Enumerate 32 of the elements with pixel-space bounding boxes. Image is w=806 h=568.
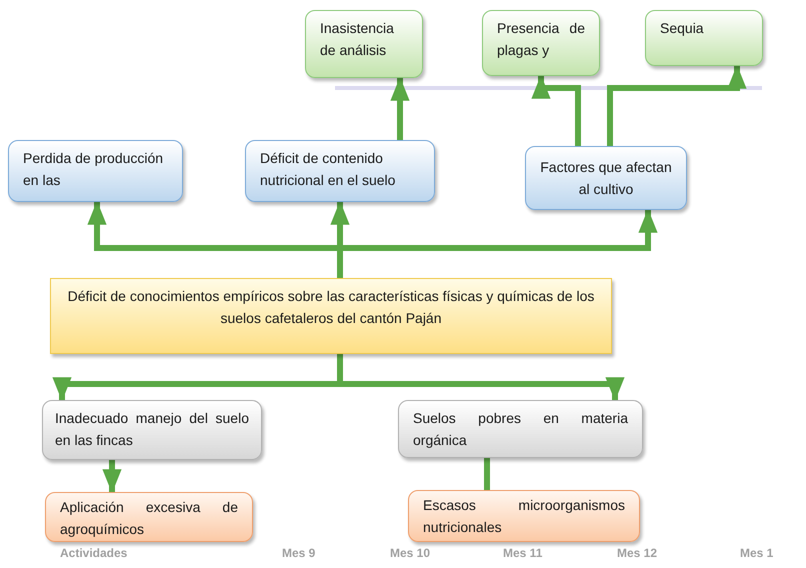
block-arrow <box>531 74 581 146</box>
column-header: Mes 1 <box>740 546 774 560</box>
problem-box <box>245 140 435 202</box>
box-text: Perdida de producción en las <box>23 149 164 190</box>
box-text: Déficit de conocimientos empíricos sobre las características físicas y químicas de los suelos cafetaleros del cantón Paján <box>66 287 596 328</box>
column-header: Mes 11 <box>503 546 542 560</box>
column-header: Mes 10 <box>390 546 430 560</box>
box-text: Inadecuado manejo del suelo en las fincas <box>55 409 249 450</box>
problem-box <box>398 400 643 458</box>
box-text: Factores que afectan al cultivo <box>539 158 673 199</box>
problem-box <box>8 140 183 202</box>
box-text: Inasistencia de análisis <box>320 19 395 60</box>
box-text: Escasos microorganismos nutricionales <box>423 496 625 537</box>
problem-box <box>45 492 253 542</box>
box-text: Suelos pobres en materia orgánica <box>413 409 628 450</box>
column-header: Mes 12 <box>617 546 658 560</box>
problem-box <box>42 400 262 460</box>
box-text: Sequia <box>660 19 705 38</box>
problem-box <box>645 10 763 66</box>
block-arrow <box>390 76 410 140</box>
problem-box <box>525 146 687 210</box>
column-header: Actividades <box>60 546 128 560</box>
problem-box <box>50 278 612 354</box>
block-arrow <box>607 64 747 146</box>
problem-box <box>482 10 600 76</box>
box-text: Déficit de contenido nutricional en el suelo <box>260 149 396 190</box>
block-arrow <box>102 460 122 494</box>
box-text: Presencia de plagas y <box>497 19 585 60</box>
box-text: Aplicación excesiva de agroquímicos <box>60 498 238 539</box>
problem-box <box>408 490 640 542</box>
problem-box <box>305 10 423 78</box>
column-header: Mes 9 <box>282 546 316 560</box>
